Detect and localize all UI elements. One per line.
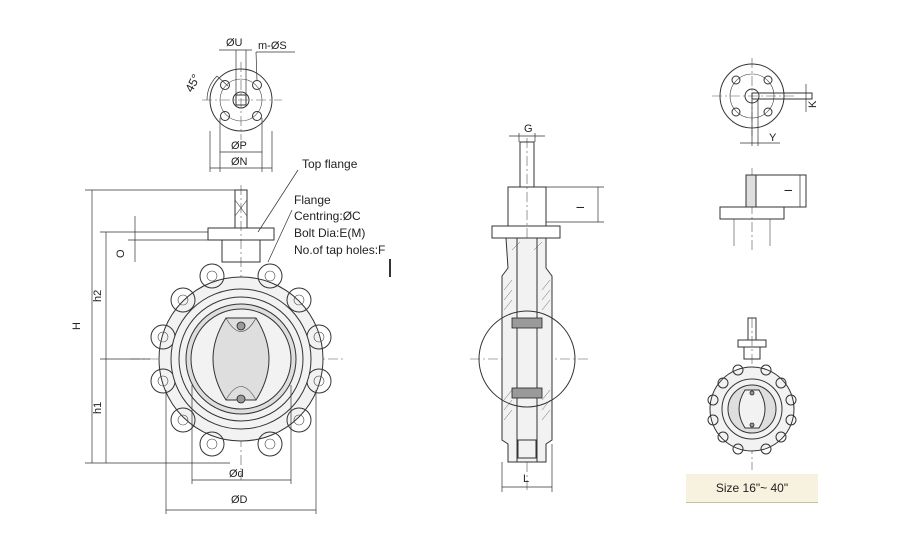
dim-n-label: ØN — [231, 156, 248, 168]
dim-m-s-label: m-ØS — [258, 40, 287, 52]
centring-label: Centring:ØC — [294, 209, 361, 223]
dim-i-label: I — [575, 206, 587, 209]
tap-holes-label: No.of tap holes:F — [294, 243, 385, 257]
section-hatching — [503, 241, 551, 421]
small-valve-view — [707, 317, 797, 470]
dim-h-label: H — [71, 322, 83, 330]
detail-dim-k-label: K — [807, 100, 819, 108]
detail-top-flange-view: K Y — [712, 58, 819, 146]
lug-bolt-circle — [150, 263, 332, 457]
top-flange-label: Top flange — [302, 157, 358, 171]
detail-flange-side-view: I — [719, 168, 807, 250]
flange-label: Flange — [294, 193, 331, 207]
dim-u-label: ØU — [226, 37, 243, 49]
dim-h1-label: h1 — [92, 402, 104, 414]
size-range-label: Size 16"~ 40" — [686, 474, 818, 503]
dim-d-small-label: Ød — [229, 468, 244, 480]
dim-d-large-label: ØD — [231, 494, 248, 506]
dim-h2-label: h2 — [92, 290, 104, 302]
detail-dim-y-label: Y — [769, 132, 777, 144]
angle-label: 45° — [182, 72, 203, 95]
top-flange-view: ØU m-ØS 45° ØP ØN — [182, 37, 295, 172]
side-section-view: G I — [470, 123, 604, 492]
dim-l-label: L — [523, 473, 529, 485]
dim-g-label: G — [524, 123, 533, 135]
detail-dim-i-label: I — [783, 189, 795, 192]
dim-p-label: ØP — [231, 140, 247, 152]
bolt-dia-label: Bolt Dia:E(M) — [294, 226, 365, 240]
front-view: H h2 h1 O Ød ØD Top flange Flange Centri… — [71, 157, 391, 514]
dim-o-label: O — [115, 249, 127, 258]
